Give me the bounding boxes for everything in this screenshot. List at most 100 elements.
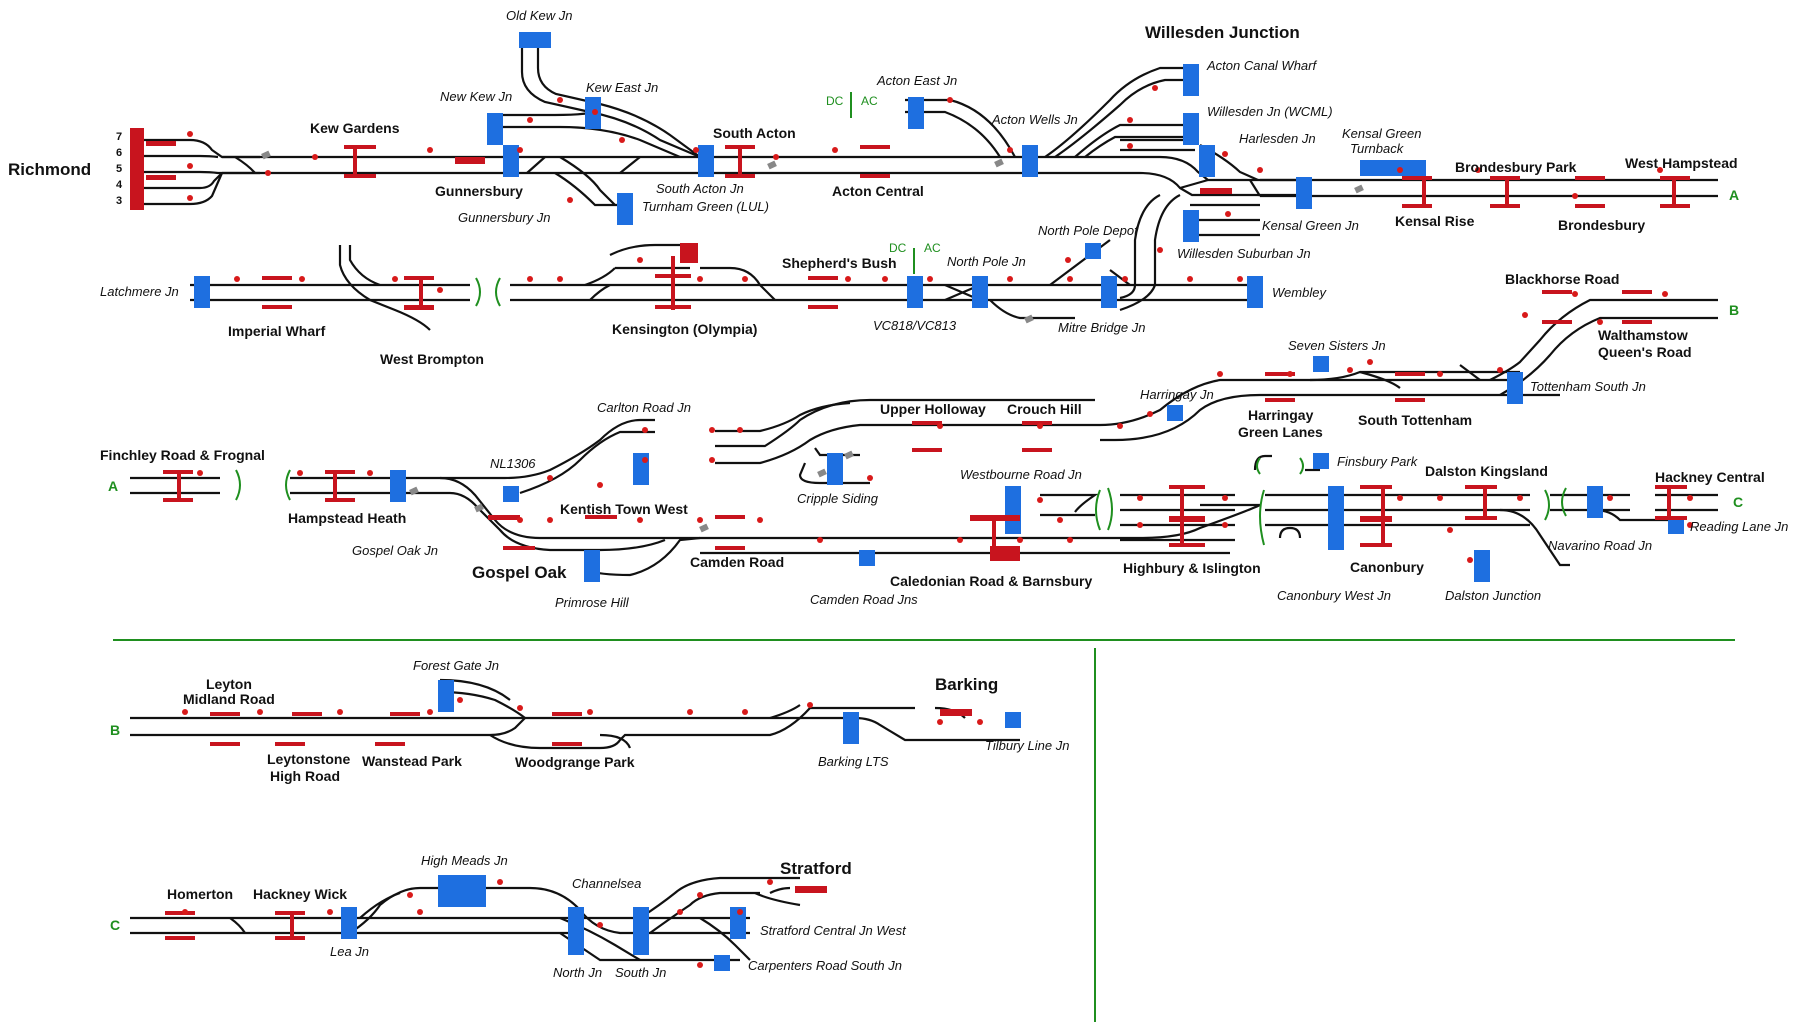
label-leytonstone-2: High Road <box>270 768 340 784</box>
box-finsbury-park <box>1313 453 1329 469</box>
depot-hampstead <box>409 486 419 496</box>
platform-imperial-wharf-up <box>262 276 292 280</box>
power-dc-2: DC <box>889 241 907 255</box>
label-westbourne-road: Westbourne Road Jn <box>960 467 1082 482</box>
platform-kew-gardens-up <box>344 145 376 149</box>
label-willesden-wcml: Willesden Jn (WCML) <box>1207 104 1333 119</box>
platform-west-hampstead-bridge <box>1672 176 1676 208</box>
label-channelsea: Channelsea <box>572 876 641 891</box>
connector-a-right: A <box>1729 187 1739 203</box>
platform-dalston-up <box>1465 485 1497 489</box>
platform-homerton-down <box>165 936 195 940</box>
label-kensal-rise: Kensal Rise <box>1395 213 1475 229</box>
label-richmond: Richmond <box>8 160 91 179</box>
label-tottenham-south: Tottenham South Jn <box>1530 379 1646 394</box>
label-brondesbury: Brondesbury <box>1558 217 1645 233</box>
power-ac-2: AC <box>924 241 941 255</box>
platform-highbury-top <box>1169 485 1205 489</box>
platform-upper-holloway-up <box>912 421 942 425</box>
platform-homerton-up <box>165 911 195 915</box>
power-dc-1: DC <box>826 94 844 108</box>
connector-labels: A A B B C C <box>108 187 1743 933</box>
signals <box>182 85 1693 968</box>
platform-crouch-hill-down <box>1022 448 1052 452</box>
platform-numbers: 7 6 5 4 3 <box>116 131 123 207</box>
label-north-jn: North Jn <box>553 965 602 980</box>
label-willesden-suburban: Willesden Suburban Jn <box>1177 246 1311 261</box>
platform-finchley-bridge <box>177 470 181 502</box>
box-vc818 <box>907 276 923 308</box>
junction-labels: Old Kew Jn New Kew Jn Kew East Jn Gunner… <box>100 8 1788 980</box>
platform-woodgrange-up <box>552 712 582 716</box>
depot-cripple-2 <box>844 450 854 460</box>
label-acton-east: Acton East Jn <box>876 73 957 88</box>
platform-highbury-bottom <box>1169 543 1205 547</box>
platform-hampstead-down <box>325 498 355 502</box>
platform-barking <box>940 709 972 716</box>
box-latchmere <box>194 276 210 308</box>
platform-walthamstow-up <box>1622 290 1652 294</box>
box-camden-road-jns <box>859 550 875 566</box>
label-gospel-oak-jn: Gospel Oak Jn <box>352 543 438 558</box>
platform-kew-gardens-down <box>344 174 376 178</box>
platform-leyton-up <box>210 712 240 716</box>
label-primrose-hill: Primrose Hill <box>555 595 630 610</box>
platform-highbury-mid <box>1169 516 1205 522</box>
label-finchley-road: Finchley Road & Frognal <box>100 447 265 463</box>
label-gospel-oak: Gospel Oak <box>472 563 567 582</box>
platform-brondesbury-down <box>1575 204 1605 208</box>
label-canonbury-west: Canonbury West Jn <box>1277 588 1391 603</box>
platform-brondesbury-up <box>1575 176 1605 180</box>
label-south-acton: South Acton <box>713 125 796 141</box>
platform-kensington-down <box>655 305 691 309</box>
box-forest-gate <box>438 680 454 712</box>
box-harlesden <box>1199 145 1215 177</box>
label-gunnersbury: Gunnersbury <box>435 183 523 199</box>
connector-b-right: B <box>1729 302 1739 318</box>
box-acton-wells <box>1022 145 1038 177</box>
depot-gospel-oak <box>474 503 484 513</box>
box-new-kew <box>487 113 503 145</box>
platform-wanstead-down <box>375 742 405 746</box>
label-wembley: Wembley <box>1272 285 1327 300</box>
platform-wanstead-up <box>390 712 420 716</box>
label-brondesbury-park: Brondesbury Park <box>1455 159 1577 175</box>
platform-number-7: 7 <box>116 131 122 143</box>
label-homerton: Homerton <box>167 886 233 902</box>
box-kensal-green-turnback <box>1360 160 1426 176</box>
box-carpenters-road <box>714 955 730 971</box>
platform-number-3: 3 <box>116 195 122 207</box>
platform-richmond-block <box>130 128 144 210</box>
box-willesden-suburban <box>1183 210 1199 242</box>
box-seven-sisters <box>1313 356 1329 372</box>
box-acton-canal <box>1183 64 1199 96</box>
platform-south-acton-bridge <box>738 145 742 178</box>
box-canonbury-west <box>1328 486 1344 550</box>
track-richmond-line <box>140 34 1718 312</box>
label-west-brompton: West Brompton <box>380 351 484 367</box>
label-acton-wells: Acton Wells Jn <box>991 112 1078 127</box>
label-harlesden: Harlesden Jn <box>1239 131 1316 146</box>
box-lea-jn <box>341 907 357 939</box>
platform-imperial-wharf-down <box>262 305 292 309</box>
box-south-jn <box>633 907 649 955</box>
platform-number-6: 6 <box>116 147 122 159</box>
label-hackney-wick: Hackney Wick <box>253 886 347 902</box>
platform-hampstead-up <box>325 470 355 474</box>
power-ac-1: AC <box>861 94 878 108</box>
connector-b-left: B <box>110 722 120 738</box>
platform-leyton-down <box>210 742 240 746</box>
depot-kew <box>261 150 271 160</box>
platform-dalston-bridge <box>1483 485 1487 520</box>
label-vc818: VC818/VC813 <box>873 318 957 333</box>
box-tottenham-south <box>1507 372 1523 404</box>
platform-kentish-up <box>585 515 617 519</box>
label-leyton: Leyton <box>206 676 252 692</box>
depot-primrose <box>699 523 709 533</box>
platform-west-brompton-bridge <box>419 276 423 310</box>
label-crouch-hill: Crouch Hill <box>1007 401 1082 417</box>
depot-south-acton <box>767 160 777 170</box>
label-carlton-road: Carlton Road Jn <box>597 400 691 415</box>
